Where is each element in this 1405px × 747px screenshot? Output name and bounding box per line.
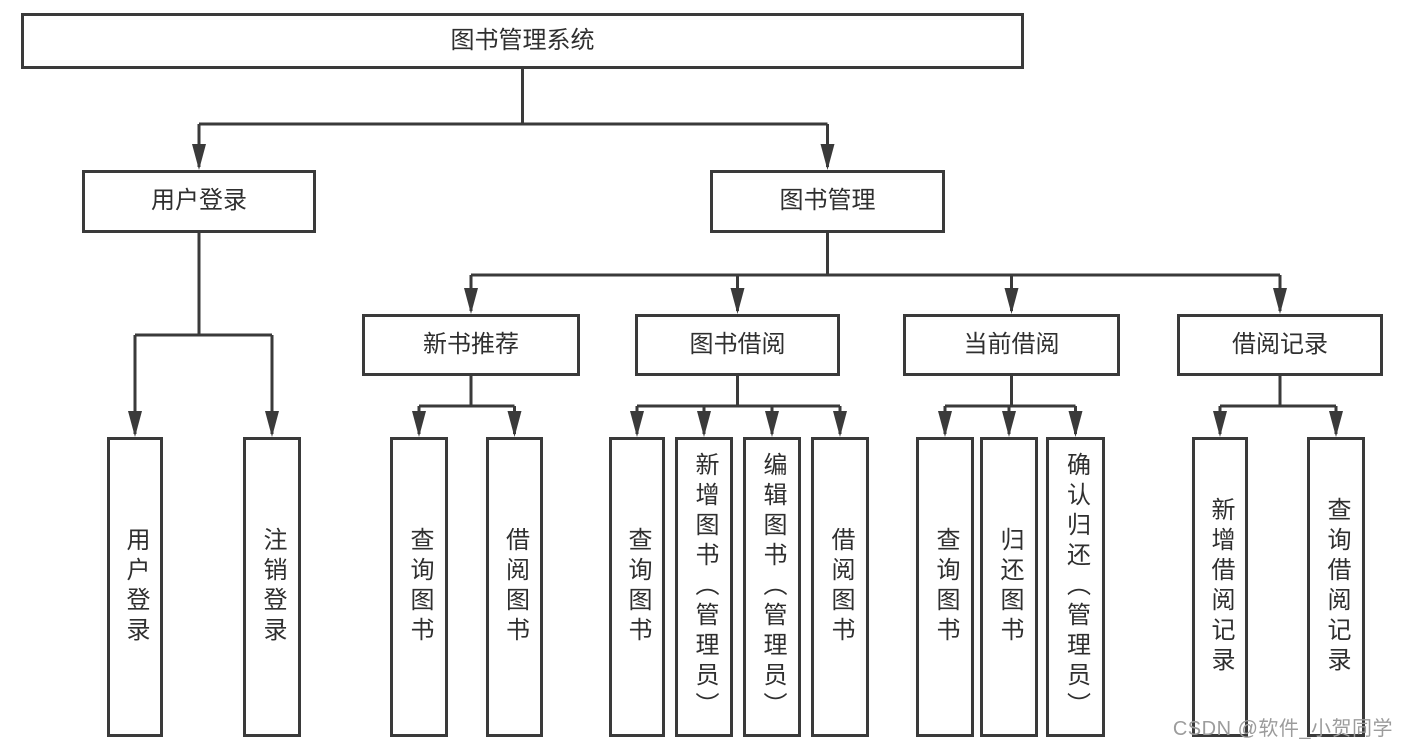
node-label: 编辑图书（管理员） — [759, 452, 786, 722]
connector-recommend-to-leaves — [417, 376, 516, 434]
node-book-management: 图书管理 — [710, 170, 945, 233]
node-label: 查询图书 — [406, 527, 433, 647]
node-label: 确认归还（管理员） — [1062, 452, 1090, 722]
node-label: 图书借阅 — [689, 330, 786, 358]
connector-userlogin-to-leaves — [133, 233, 274, 434]
node-label: 用户登录 — [122, 527, 149, 647]
node-book-borrowing: 图书借阅 — [635, 314, 840, 376]
connector-bookmgmt-to-level2 — [469, 233, 1282, 311]
leaf-return-books: 归还图书 — [980, 437, 1038, 737]
node-label: 借阅图书 — [501, 527, 529, 647]
node-root: 图书管理系统 — [21, 13, 1024, 69]
node-new-book-recommend: 新书推荐 — [362, 314, 580, 376]
node-label: 新增图书（管理员） — [691, 452, 718, 722]
node-label: 图书管理系统 — [450, 26, 595, 54]
node-current-borrowing: 当前借阅 — [903, 314, 1120, 376]
leaf-query-books-borrowing: 查询图书 — [609, 437, 665, 737]
node-label: 注销登录 — [259, 527, 286, 647]
node-label: 借阅记录 — [1232, 330, 1328, 358]
leaf-query-books-recommend: 查询图书 — [390, 437, 448, 737]
leaf-user-login: 用户登录 — [107, 437, 163, 737]
csdn-watermark: CSDN @软件_小贺同学 — [1172, 718, 1393, 740]
leaf-query-borrow-record: 查询借阅记录 — [1307, 437, 1365, 737]
node-label: 借阅图书 — [827, 527, 854, 647]
node-label: 用户登录 — [151, 187, 247, 215]
leaf-borrow-books-borrowing: 借阅图书 — [811, 437, 869, 737]
node-label: 新书推荐 — [423, 330, 519, 358]
node-label: 查询图书 — [932, 527, 959, 647]
node-label: 查询借阅记录 — [1323, 497, 1350, 677]
leaf-add-books-admin: 新增图书（管理员） — [675, 437, 733, 737]
node-label: 新增借阅记录 — [1207, 497, 1234, 677]
connector-borrowing-to-leaves — [635, 376, 842, 434]
arrowheads — [128, 144, 1343, 437]
leaf-borrow-books-recommend: 借阅图书 — [486, 437, 543, 737]
node-label: 图书管理 — [779, 187, 876, 215]
node-label: 当前借阅 — [963, 330, 1060, 358]
node-borrowing-records: 借阅记录 — [1177, 314, 1383, 376]
leaf-add-borrow-record: 新增借阅记录 — [1192, 437, 1248, 737]
leaf-logout: 注销登录 — [243, 437, 301, 737]
node-label: 归还图书 — [996, 527, 1023, 647]
leaf-confirm-return-admin: 确认归还（管理员） — [1046, 437, 1105, 737]
node-user-login-group: 用户登录 — [82, 170, 316, 233]
connector-root-to-level1 — [197, 69, 829, 167]
leaf-edit-books-admin: 编辑图书（管理员） — [743, 437, 801, 737]
node-label: 查询图书 — [624, 527, 651, 647]
connector-records-to-leaves — [1218, 376, 1338, 434]
leaf-query-books-current: 查询图书 — [916, 437, 974, 737]
